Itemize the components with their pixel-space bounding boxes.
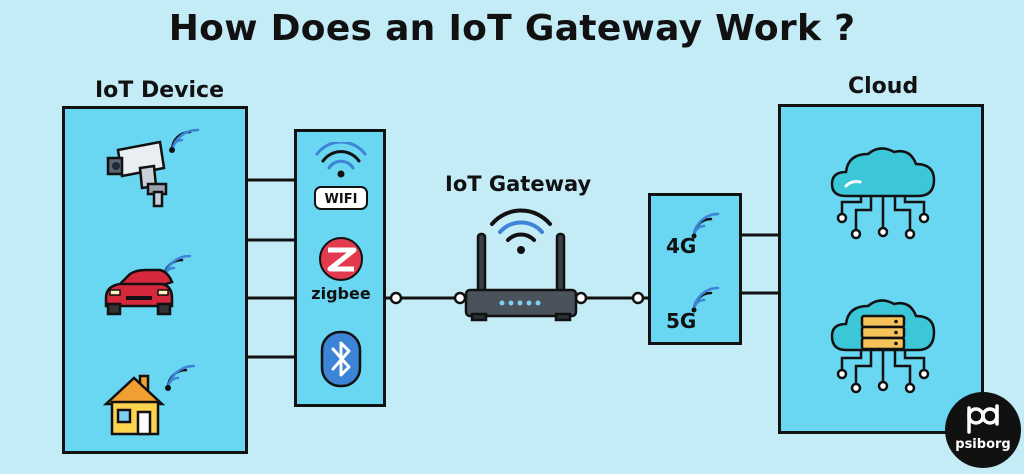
cloud-network-icon (826, 140, 940, 244)
psiborg-logo: psiborg (945, 392, 1021, 468)
brand-name: psiborg (945, 438, 1021, 452)
zigbee-label: zigbee (308, 284, 374, 303)
cloud-server-icon (826, 290, 940, 400)
car-icon (102, 250, 206, 322)
security-camera-icon (104, 128, 204, 210)
gateway-router-icon (462, 208, 580, 324)
wifi-icon (311, 142, 371, 182)
zigbee-protocol: zigbee (308, 236, 374, 306)
wifi-badge: WIFI (314, 186, 368, 210)
wifi-protocol: WIFI (311, 142, 371, 214)
psiborg-logo-mark (963, 404, 1003, 434)
4g-label: 4G (666, 234, 696, 258)
wifi-label: WIFI (325, 192, 358, 207)
zigbee-icon (308, 236, 374, 282)
bluetooth-icon (320, 330, 362, 388)
5g-label: 5G (666, 309, 696, 333)
smart-home-icon (102, 360, 208, 440)
